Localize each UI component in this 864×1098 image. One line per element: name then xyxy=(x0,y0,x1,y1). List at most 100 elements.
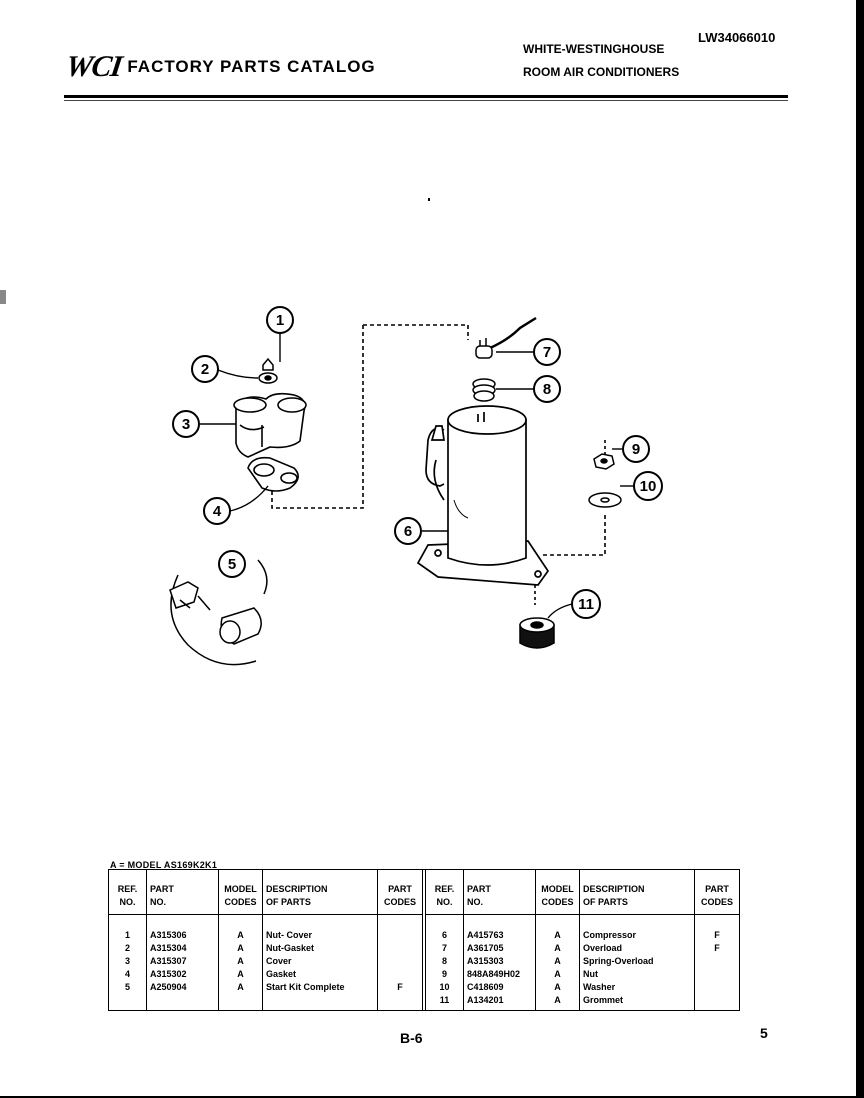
table-cell: F xyxy=(397,982,403,992)
table-cell: A315302 xyxy=(150,969,187,979)
dashed-leader-washer xyxy=(540,515,606,556)
part-gasket-drawing xyxy=(247,456,299,492)
column-model: A A A A A xyxy=(219,915,263,1010)
table-cell xyxy=(698,981,736,994)
callout-8-label: 8 xyxy=(543,381,551,398)
callout-3: 3 xyxy=(172,410,200,438)
part-start-kit-drawing xyxy=(169,559,268,666)
header-ref-no: REF. NO. xyxy=(426,870,464,914)
column-description: Compressor Overload Spring-Overload Nut … xyxy=(580,915,695,1010)
callout-9: 9 xyxy=(622,435,650,463)
table-cell: 848A849H02 xyxy=(467,969,521,979)
callout-4-label: 4 xyxy=(213,503,222,520)
table-cell: 7 xyxy=(441,943,447,953)
callout-11: 11 xyxy=(571,589,601,619)
table-cell: A xyxy=(554,982,561,992)
part-nut-drawing xyxy=(593,453,615,470)
table-cell: C418609 xyxy=(467,982,504,992)
table-cell: 10 xyxy=(439,982,450,992)
table-cell: A xyxy=(554,969,561,979)
callout-6: 6 xyxy=(394,517,422,545)
brand-header: WCI FACTORY PARTS CATALOG xyxy=(64,50,376,84)
table-cell: Compressor xyxy=(583,930,637,940)
table-cell: Washer xyxy=(583,982,616,992)
part-grommet-drawing xyxy=(519,617,555,649)
table-cell xyxy=(381,929,419,942)
table-cell: Gasket xyxy=(266,969,297,979)
part-cover-drawing xyxy=(233,392,307,458)
callout-8: 8 xyxy=(533,375,561,403)
callout-10-label: 10 xyxy=(640,478,657,495)
table-cell: A315304 xyxy=(150,943,187,953)
table-cell: 1 xyxy=(124,930,130,940)
table-cell xyxy=(381,955,419,968)
callout-1-label: 1 xyxy=(276,312,284,329)
table-cell: A315306 xyxy=(150,930,187,940)
parts-table: REF. NO. PART NO. MODEL CODES DESCRIPTIO… xyxy=(108,869,740,1011)
part-nut-gasket-drawing xyxy=(258,357,278,384)
table-cell: 2 xyxy=(124,943,130,953)
header-ref-no: REF. NO. xyxy=(109,870,147,914)
leader-2 xyxy=(217,369,259,379)
callout-5-label: 5 xyxy=(228,556,236,573)
header-rule xyxy=(64,95,788,98)
column-codes: F xyxy=(378,915,422,1010)
callout-4: 4 xyxy=(203,497,231,525)
table-cell: A415763 xyxy=(467,930,504,940)
table-cell: 5 xyxy=(124,982,130,992)
table-cell: Overload xyxy=(583,943,623,953)
scan-speck xyxy=(428,198,430,201)
header-part-codes: PART CODES xyxy=(700,884,733,907)
table-cell: 11 xyxy=(439,995,450,1005)
table-cell: A250904 xyxy=(150,982,187,992)
table-cell: 6 xyxy=(441,930,447,940)
part-overload-drawing xyxy=(475,316,537,359)
manufacturer-name: WHITE-WESTINGHOUSE xyxy=(523,42,665,56)
table-cell: A134201 xyxy=(467,995,504,1005)
table-cell: A xyxy=(554,956,561,966)
table-cell: Cover xyxy=(266,956,292,966)
table-cell: Spring-Overload xyxy=(583,956,654,966)
table-cell: A xyxy=(237,969,244,979)
table-cell: F xyxy=(714,943,720,953)
table-cell: A xyxy=(237,956,244,966)
callout-6-label: 6 xyxy=(404,523,412,540)
callout-3-label: 3 xyxy=(182,416,190,433)
header-description: DESCRIPTION OF PARTS xyxy=(263,870,378,914)
table-cell: 8 xyxy=(441,956,447,966)
callout-10: 10 xyxy=(633,471,663,501)
table-cell: A315303 xyxy=(467,956,504,966)
table-body: 1 2 3 4 5 A315306 A315304 A315307 A31530… xyxy=(109,915,422,1010)
callout-2: 2 xyxy=(191,355,219,383)
parts-table-right: REF. NO. PART NO. MODEL CODES DESCRIPTIO… xyxy=(422,870,739,1010)
dashed-leader-cover xyxy=(363,324,469,340)
product-line: ROOM AIR CONDITIONERS xyxy=(523,65,680,79)
column-codes: F F xyxy=(695,915,739,1010)
header-model-codes: MODEL CODES xyxy=(219,870,263,914)
table-cell xyxy=(698,968,736,981)
callout-7-label: 7 xyxy=(543,344,551,361)
column-part: A315306 A315304 A315307 A315302 A250904 xyxy=(147,915,219,1010)
table-cell xyxy=(698,955,736,968)
header-model-codes: MODEL CODES xyxy=(536,870,580,914)
table-cell: Start Kit Complete xyxy=(266,982,345,992)
scan-mark xyxy=(0,290,6,304)
part-compressor-drawing xyxy=(416,405,550,586)
callout-11-label: 11 xyxy=(578,596,594,613)
callout-1: 1 xyxy=(266,306,294,334)
header-description: DESCRIPTION OF PARTS xyxy=(580,870,695,914)
table-header: REF. NO. PART NO. MODEL CODES DESCRIPTIO… xyxy=(109,870,422,915)
table-cell: A xyxy=(554,943,561,953)
table-cell xyxy=(698,994,736,1007)
dashed-leader-gasket xyxy=(271,325,364,509)
column-ref: 1 2 3 4 5 xyxy=(109,915,147,1010)
callout-2-label: 2 xyxy=(201,361,209,378)
table-cell: A315307 xyxy=(150,956,187,966)
column-part: A415763 A361705 A315303 848A849H02 C4186… xyxy=(464,915,536,1010)
table-cell: A xyxy=(237,930,244,940)
header-part-no: PART NO. xyxy=(147,870,219,914)
column-description: Nut- Cover Nut-Gasket Cover Gasket Start… xyxy=(263,915,378,1010)
leader-11 xyxy=(547,603,573,619)
table-cell: Nut xyxy=(583,969,598,979)
